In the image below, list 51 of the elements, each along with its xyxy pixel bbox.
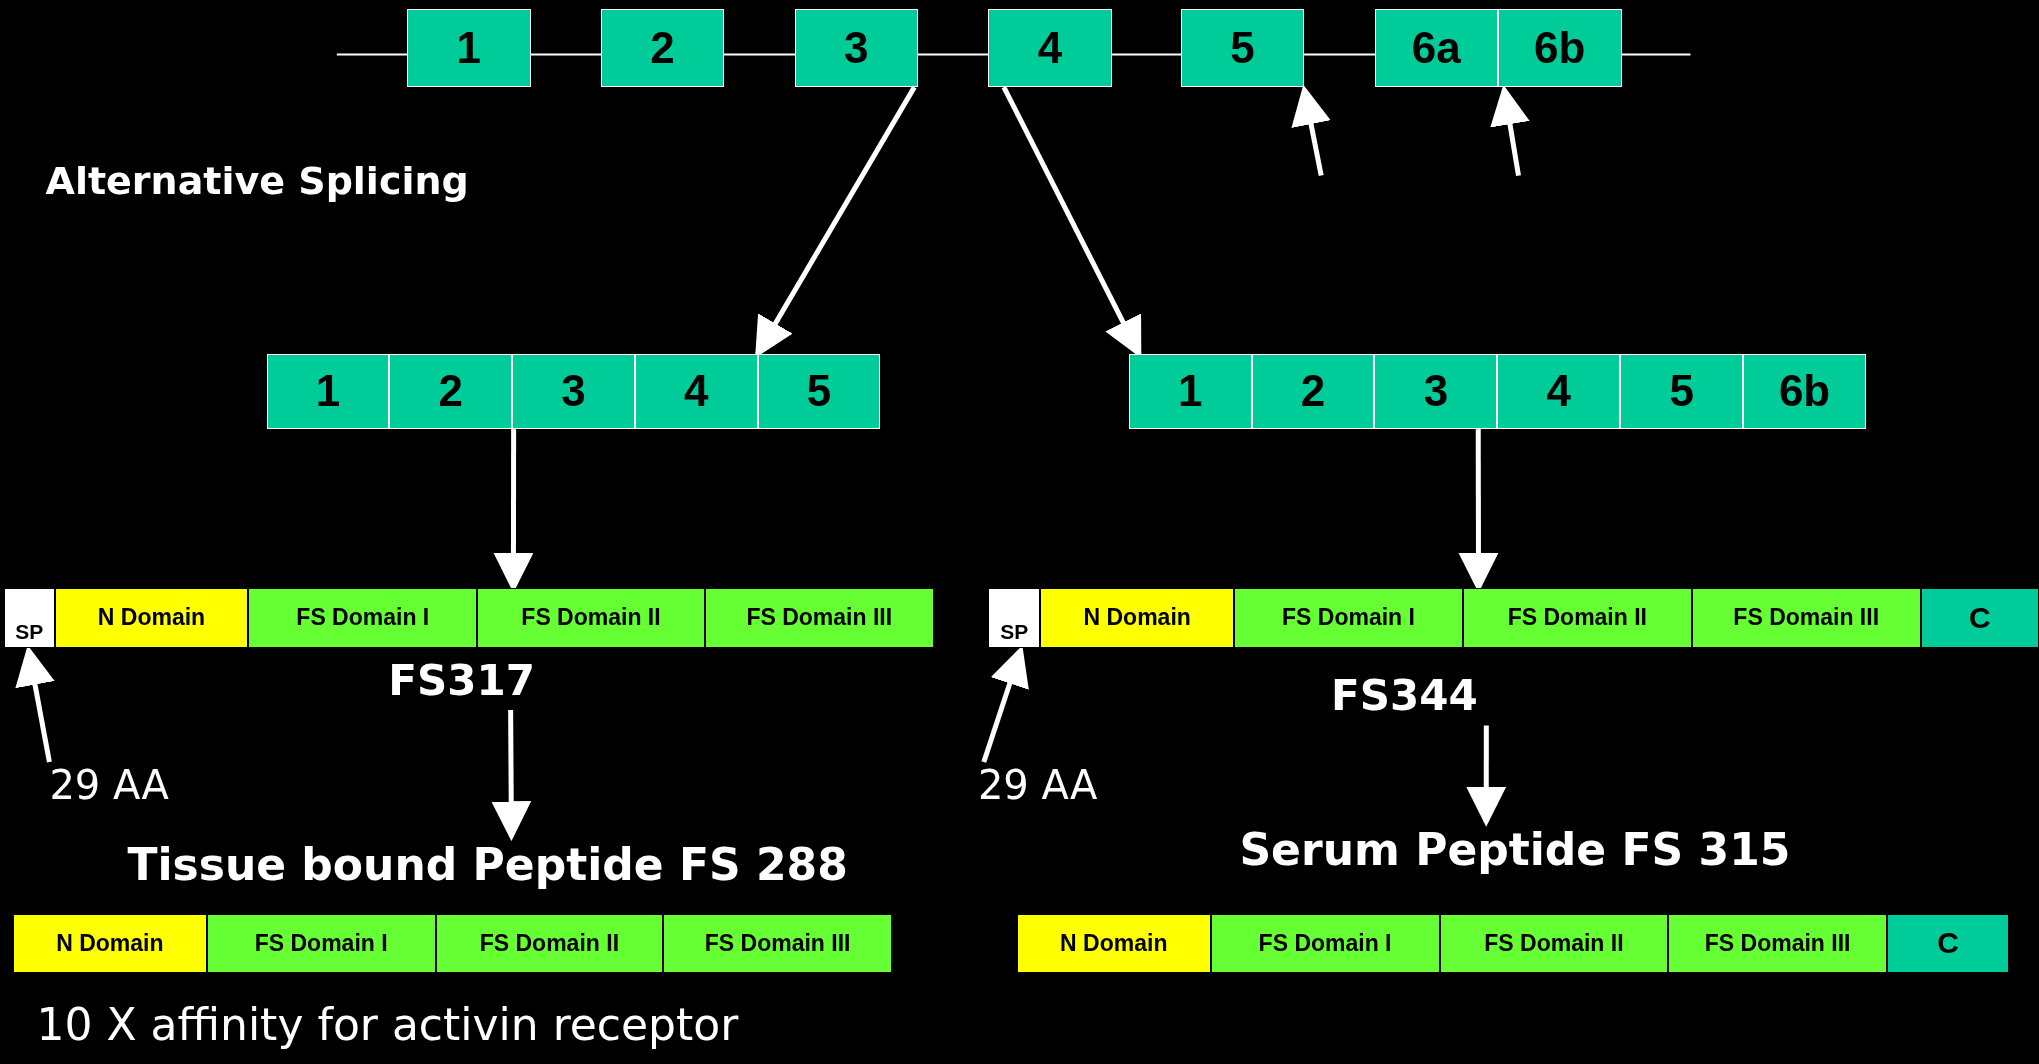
exon-box: 4: [1497, 353, 1621, 430]
exon-box: 2: [600, 9, 725, 88]
fs-domain-segment: FS Domain II: [1439, 914, 1669, 973]
n-domain-segment: N Domain: [54, 587, 249, 648]
c-terminal-segment: C: [1886, 914, 2010, 973]
exon-box: 2: [1251, 353, 1375, 430]
exon-box: 3: [1374, 353, 1498, 430]
fs-domain-segment: FS Domain II: [435, 914, 664, 973]
n-domain-segment: N Domain: [1040, 587, 1235, 648]
segment-bar: [266, 353, 881, 430]
n-domain-segment: N Domain: [13, 914, 207, 973]
exon-box: 5: [1620, 353, 1744, 430]
exon-box: 5: [757, 353, 881, 430]
protein-name: Serum Peptide FS 315: [1239, 824, 1791, 876]
exon-box: 2: [389, 353, 513, 430]
fs-domain-segment: FS Domain III: [704, 587, 934, 648]
protein-name: Tissue bound Peptide FS 288: [127, 838, 848, 890]
annotation-text: 29 AA: [49, 762, 169, 808]
segment-bar: [1128, 353, 1867, 430]
c-terminal-segment: C: [1920, 587, 2039, 648]
exon-box: 4: [988, 9, 1112, 88]
section-heading: Alternative Splicing: [45, 158, 469, 203]
arrow: [491, 710, 532, 842]
arrow: [1466, 725, 1507, 827]
exon-box: 6b: [1498, 9, 1622, 88]
fs-domain-segment: FS Domain II: [477, 587, 705, 648]
fs-domain-segment: FS Domain III: [1691, 587, 1921, 648]
arrow: [1291, 84, 1331, 177]
signal-peptide-segment: SP: [3, 587, 55, 648]
exon-box: 5: [1180, 9, 1305, 88]
exon-box: 1: [1128, 353, 1252, 430]
exon-box: 6b: [1743, 353, 1866, 430]
protein-name: FS317: [388, 655, 535, 705]
exon-box: 1: [266, 353, 390, 430]
fs-domain-segment: FS Domain III: [663, 914, 893, 973]
fs-domain-segment: FS Domain III: [1668, 914, 1887, 973]
n-domain-segment: N Domain: [1016, 914, 1211, 973]
fs-domain-segment: FS Domain I: [248, 587, 478, 648]
exon-box: 1: [407, 9, 531, 88]
fs-domain-segment: FS Domain II: [1462, 587, 1692, 648]
exon-box: 3: [794, 9, 919, 88]
annotation-text: 29 AA: [977, 762, 1098, 808]
exon-box: 6a: [1374, 9, 1499, 88]
fs-domain-segment: FS Domain I: [1234, 587, 1463, 648]
fs-domain-segment: FS Domain I: [206, 914, 436, 973]
note-text: 10 X affinity for activin receptor: [36, 998, 739, 1050]
exon-box: 4: [634, 353, 758, 430]
signal-peptide-segment: SP: [988, 587, 1041, 648]
exon-box: 3: [512, 353, 635, 430]
fs-domain-segment: FS Domain I: [1210, 914, 1440, 973]
protein-name: FS344: [1331, 671, 1478, 721]
